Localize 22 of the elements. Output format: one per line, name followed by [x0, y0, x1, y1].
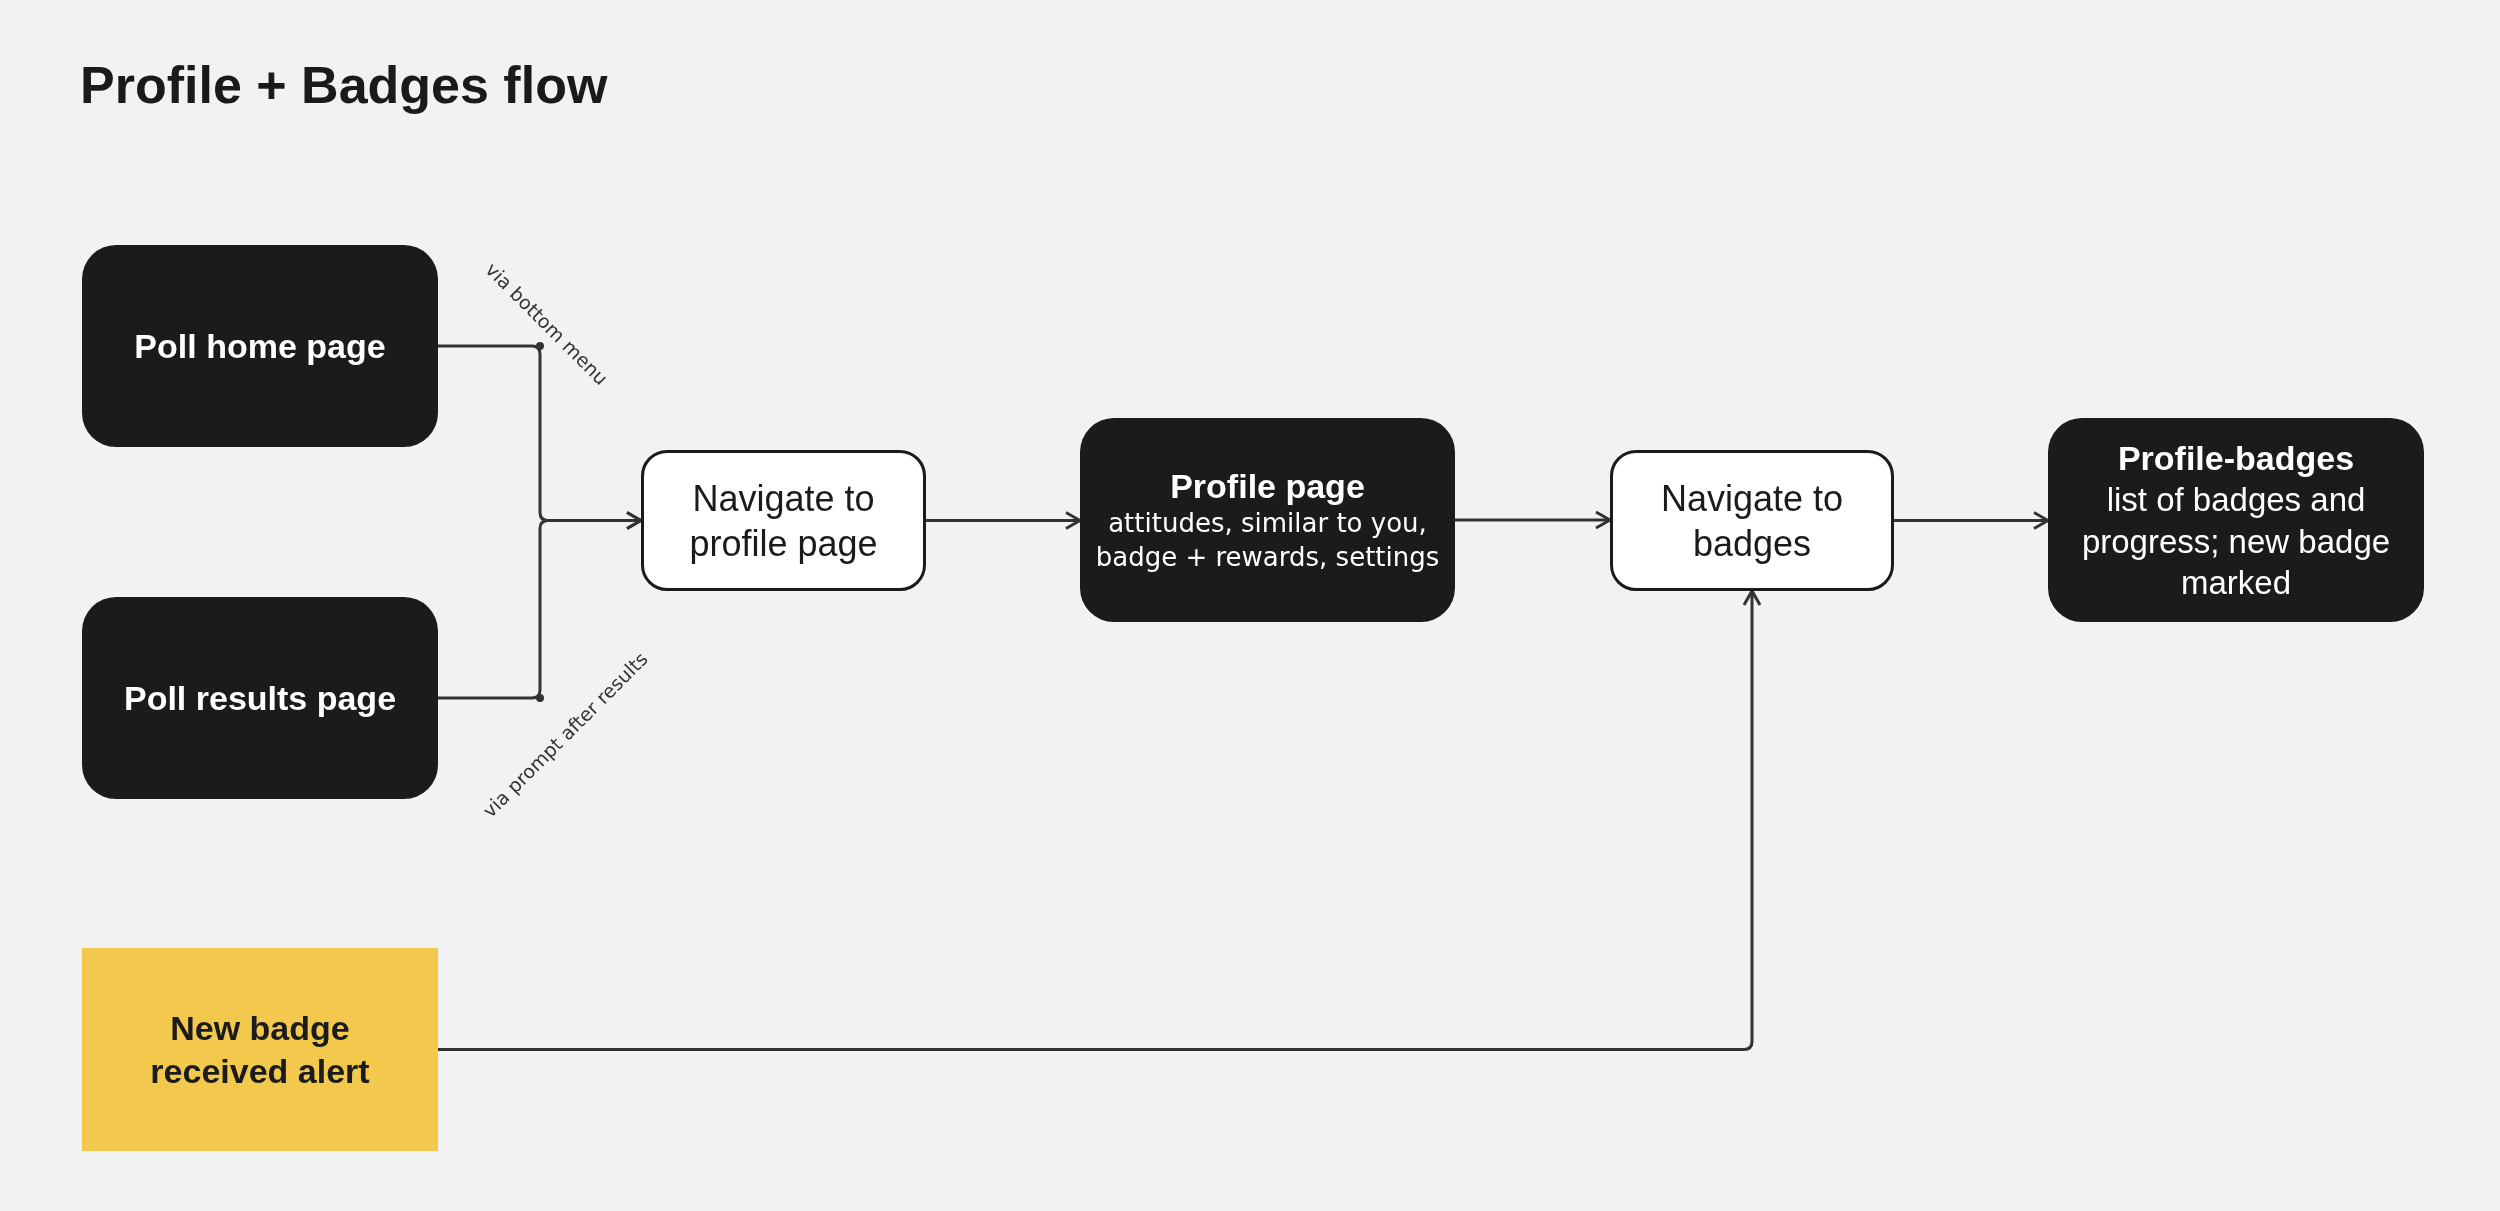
- node-description: attitudes, similar to you, badge + rewards, settings: [1094, 507, 1441, 575]
- diagram-title: Profile + Badges flow: [80, 55, 608, 115]
- action-box: [641, 450, 926, 591]
- step-box: [82, 597, 438, 799]
- node-description: list of badges and progress; new badge marked: [2080, 480, 2392, 603]
- step-box: [1080, 418, 1455, 622]
- arrow: [438, 511, 643, 702]
- arrow: [926, 511, 1082, 530]
- node-title: Poll home page: [134, 325, 386, 367]
- step-box: [2048, 418, 2424, 622]
- alert-box: [82, 948, 438, 1151]
- arrow: [1894, 511, 2050, 530]
- node-title: Profile page: [1170, 465, 1365, 507]
- arrow: [438, 589, 1762, 1051]
- node-title: Poll results page: [123, 677, 397, 719]
- action-box: [1610, 450, 1894, 591]
- node-title: Navigate to profile page: [688, 476, 879, 566]
- node-title: Navigate to badges: [1659, 476, 1845, 566]
- node-title: Profile-badges: [2117, 437, 2355, 479]
- node-title: New badge received alert: [149, 1008, 371, 1092]
- arrow: [1455, 510, 1612, 530]
- step-box: [82, 245, 438, 447]
